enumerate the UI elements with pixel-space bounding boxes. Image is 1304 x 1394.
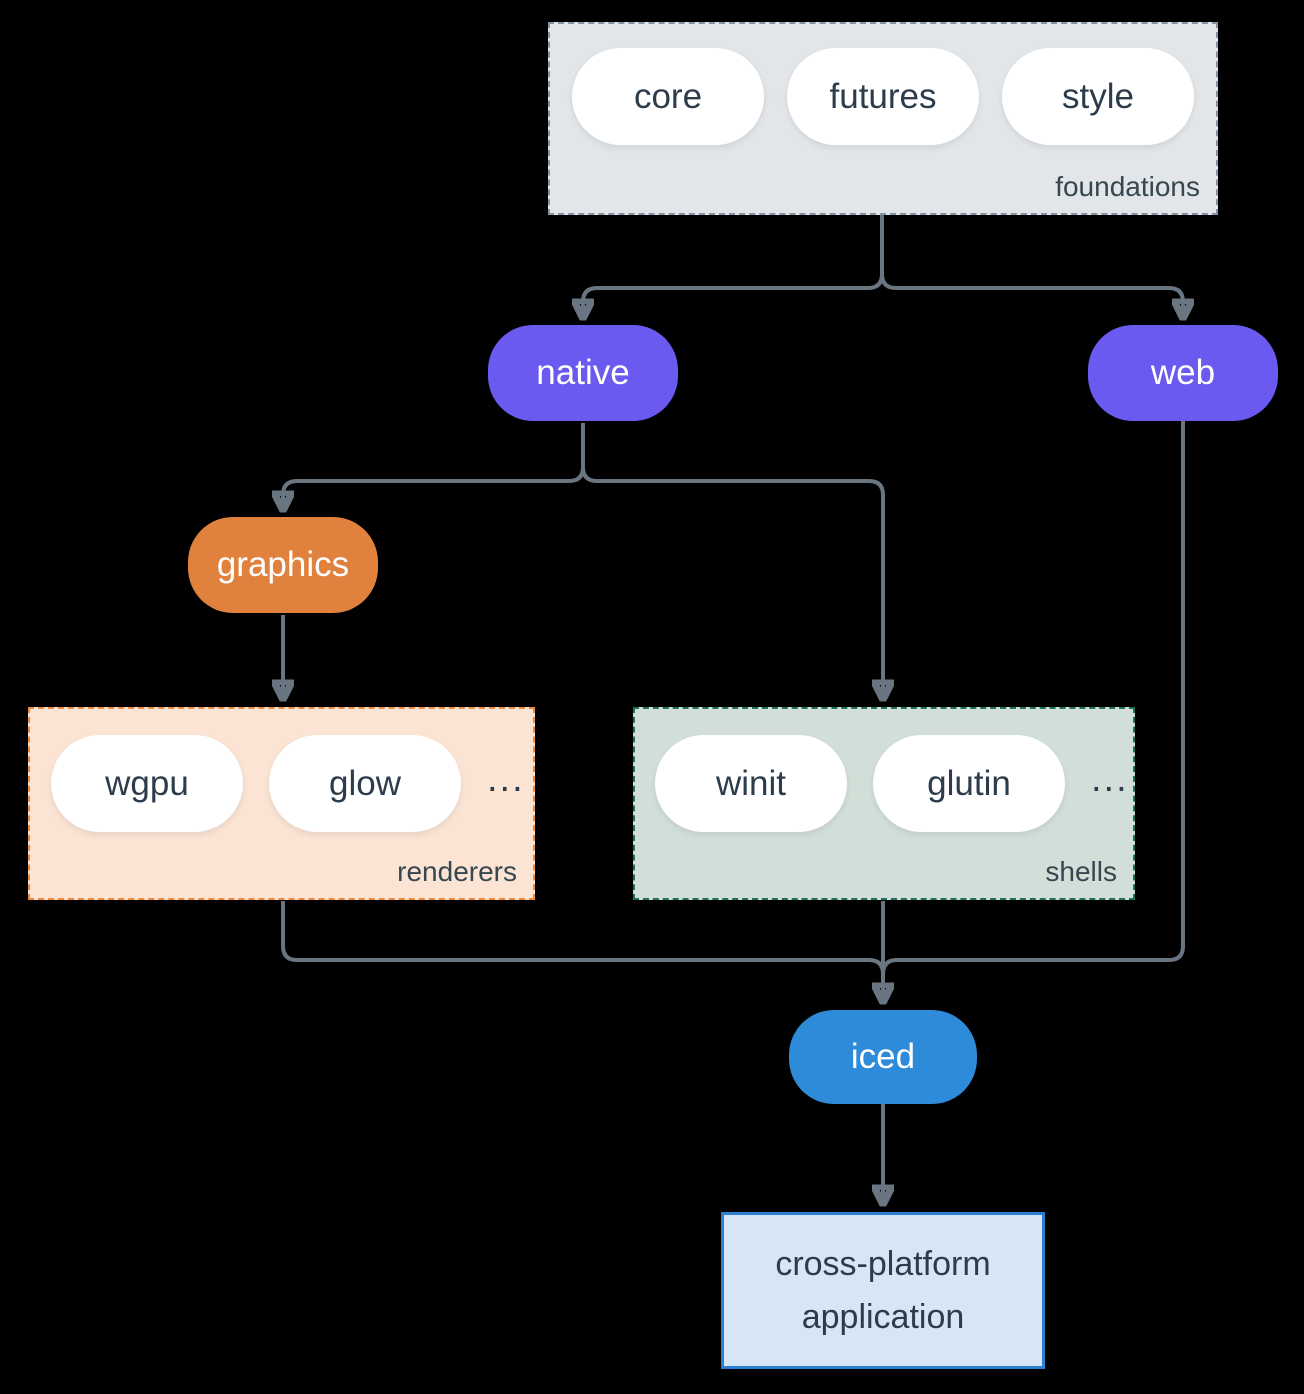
- node-glutin: glutin: [873, 735, 1065, 832]
- node-graphics: graphics: [188, 517, 378, 613]
- foundations-pill-row: core futures style: [550, 24, 1216, 145]
- node-iced: iced: [789, 1010, 977, 1104]
- node-winit: winit: [655, 735, 847, 832]
- edge-native-graphics: [283, 423, 585, 507]
- node-wgpu: wgpu: [51, 735, 243, 832]
- edge-foundations-native: [583, 215, 884, 315]
- edge-foundations-web: [880, 215, 1183, 315]
- renderers-ellipsis: ...: [487, 758, 525, 800]
- edge-renderers-merge: [281, 901, 885, 975]
- renderers-group-label: renderers: [397, 856, 517, 887]
- renderers-pill-row: wgpu glow ...: [30, 709, 533, 832]
- node-native: native: [488, 325, 678, 421]
- group-foundations: core futures style foundations: [548, 22, 1218, 215]
- node-glow: glow: [269, 735, 461, 832]
- node-style: style: [1002, 48, 1194, 145]
- shells-group-label: shells: [1045, 856, 1117, 887]
- edge-native-shells: [581, 423, 883, 696]
- node-futures: futures: [787, 48, 979, 145]
- shells-pill-row: winit glutin ...: [635, 709, 1133, 832]
- shells-ellipsis: ...: [1091, 758, 1129, 800]
- node-cross-platform-application: cross-platform application: [721, 1212, 1045, 1369]
- node-web: web: [1088, 325, 1278, 421]
- foundations-group-label: foundations: [1055, 171, 1200, 202]
- group-shells: winit glutin ... shells: [633, 707, 1135, 900]
- node-core: core: [572, 48, 764, 145]
- group-renderers: wgpu glow ... renderers: [28, 707, 535, 900]
